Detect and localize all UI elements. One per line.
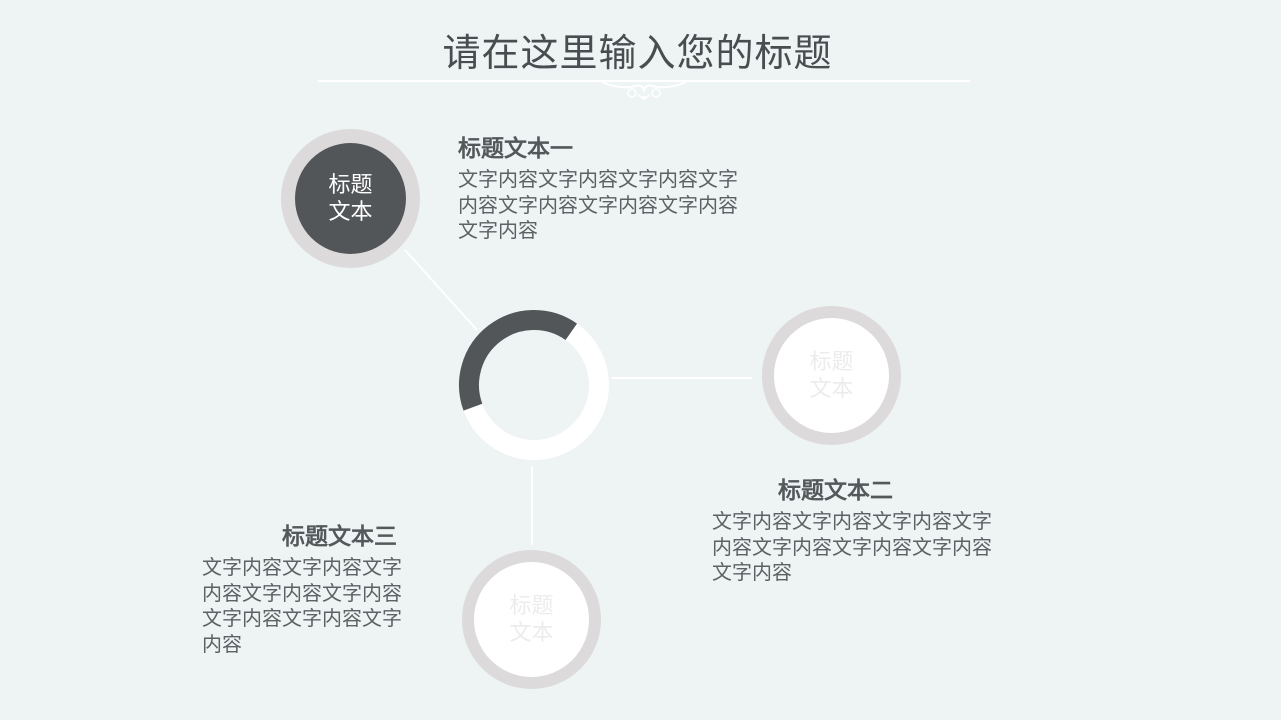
node-badge-2: 标题 文本 (774, 318, 889, 433)
node-label-3-line-1: 标题 (509, 593, 554, 619)
node-label-1-line-1: 标题 (328, 172, 373, 198)
section-heading-2[interactable]: 标题文本二 (778, 478, 893, 504)
section-body-1[interactable]: 文字内容文字内容文字内容文字内容文字内容文字内容文字内容文字内容 (458, 167, 738, 242)
node-circle-1[interactable]: 标题 文本 (281, 129, 420, 268)
section-heading-3[interactable]: 标题文本三 (282, 524, 397, 550)
node-label-2-line-1: 标题 (809, 349, 854, 375)
section-heading-1[interactable]: 标题文本一 (458, 136, 573, 162)
center-progress-ring (459, 310, 609, 460)
section-body-3[interactable]: 文字内容文字内容文字内容文字内容文字内容文字内容文字内容文字内容 (202, 555, 402, 656)
section-body-2[interactable]: 文字内容文字内容文字内容文字内容文字内容文字内容文字内容文字内容 (712, 509, 992, 584)
node-label-1-line-2: 文本 (328, 199, 373, 225)
hub-arc (459, 310, 578, 411)
node-circle-3[interactable]: 标题 文本 (462, 550, 601, 689)
node-badge-1: 标题 文本 (295, 143, 406, 254)
slide-title[interactable]: 请在这里输入您的标题 (442, 31, 833, 75)
connector-line-1 (404, 249, 478, 331)
title-underline (318, 80, 970, 82)
node-label-3-line-2: 文本 (509, 620, 554, 646)
node-label-2-line-2: 文本 (809, 376, 854, 402)
node-badge-3: 标题 文本 (474, 562, 589, 677)
node-circle-2[interactable]: 标题 文本 (762, 306, 901, 445)
title-ornament (601, 81, 687, 100)
